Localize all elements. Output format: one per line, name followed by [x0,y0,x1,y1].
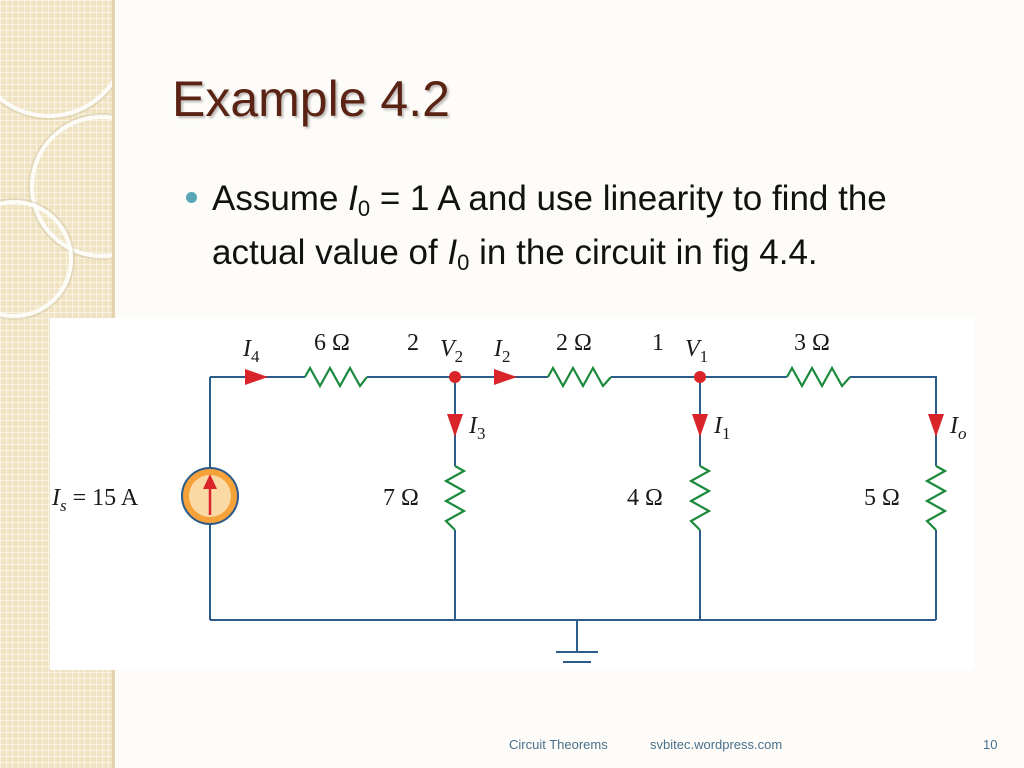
arrow-i4-icon [245,369,268,385]
label-node-2-number: 2 [407,330,419,356]
label-v2-sub: 2 [455,347,464,366]
resistor-5-ohm-zigzag [924,465,948,531]
footer-page-number: 10 [983,737,998,752]
label-resistor-4-ohm: 4 Ω [627,485,663,511]
bullet-text-part-3: in the circuit in fig 4.4. [469,233,818,272]
label-source-value: = 15 A [73,485,139,511]
label-resistor-3-ohm: 3 Ω [794,330,830,356]
circuit-diagram: I4 6 Ω 2 V2 I2 2 Ω 1 V1 3 Ω I3 I1 Io 7 Ω… [51,330,967,663]
label-v1-sub: 1 [700,347,709,366]
footer-site: svbitec.wordpress.com [650,737,783,752]
label-io-sub: o [958,424,967,443]
circuit-wires [209,376,937,663]
label-io: Io [949,413,967,443]
label-i4-symbol: I [242,336,252,362]
label-i3-sub: 3 [477,424,486,443]
bullet-var-2: I [447,233,458,272]
circuit-resistors [304,365,948,531]
resistor-3-ohm-zigzag [786,365,851,389]
resistor-7-ohm-zigzag [443,465,467,531]
decorative-ring-large [0,0,112,118]
label-source-symbol: I [51,485,61,511]
bullet-sub-2: 0 [457,250,470,275]
label-source-sub: s [60,496,67,515]
current-arrows [245,369,944,437]
current-source [181,467,239,525]
label-v2: V2 [440,336,463,366]
bullet-sub-1: 0 [357,196,371,221]
label-v1-symbol: V [685,336,702,362]
label-source: Is = 15 A [51,485,139,515]
label-i2-symbol: I [493,336,503,362]
label-i3: I3 [468,413,486,443]
label-i1-symbol: I [713,413,723,439]
label-io-symbol: I [949,413,959,439]
circuit-labels: I4 6 Ω 2 V2 I2 2 Ω 1 V1 3 Ω I3 I1 Io 7 Ω… [51,330,967,515]
node-v2-dot [449,371,461,383]
bullet-var-1: I [348,179,358,218]
label-resistor-7-ohm: 7 Ω [383,485,419,511]
node-v1-dot [694,371,706,383]
arrow-i2-icon [494,369,517,385]
resistor-2-ohm-zigzag [547,365,612,389]
slide-title: Example 4.2 [172,71,450,127]
arrow-i3-icon [447,414,463,437]
footer-chapter: Circuit Theorems [509,737,608,752]
circuit-figure: I4 6 Ω 2 V2 I2 2 Ω 1 V1 3 Ω I3 I1 Io 7 Ω… [50,318,974,670]
arrow-io-icon [928,414,944,437]
label-node-1-number: 1 [652,330,664,356]
bullet-text-part-1: Assume [212,179,349,218]
label-v2-symbol: V [440,336,457,362]
resistor-6-ohm-zigzag [304,365,368,389]
arrow-i1-icon [692,414,708,437]
circuit-nodes [449,371,706,383]
label-resistor-5-ohm: 5 Ω [864,485,900,511]
label-resistor-6-ohm: 6 Ω [314,330,350,356]
label-i3-symbol: I [468,413,478,439]
bullet-text-part-2: = 1 A and use linearity to find the actu… [212,179,887,272]
label-i1-sub: 1 [722,424,731,443]
resistor-4-ohm-zigzag [688,465,712,531]
label-v1: V1 [685,336,708,366]
bullet-text: Assume I0 = 1 A and use linearity to fin… [212,172,972,280]
label-i2: I2 [493,336,511,366]
current-source-arrow-icon [203,474,217,489]
label-i4: I4 [242,336,260,366]
label-i1: I1 [713,413,731,443]
label-i4-sub: 4 [251,347,260,366]
label-i2-sub: 2 [502,347,511,366]
label-resistor-2-ohm: 2 Ω [556,330,592,356]
wire-top-4 [850,376,937,466]
bullet-icon [186,192,197,203]
